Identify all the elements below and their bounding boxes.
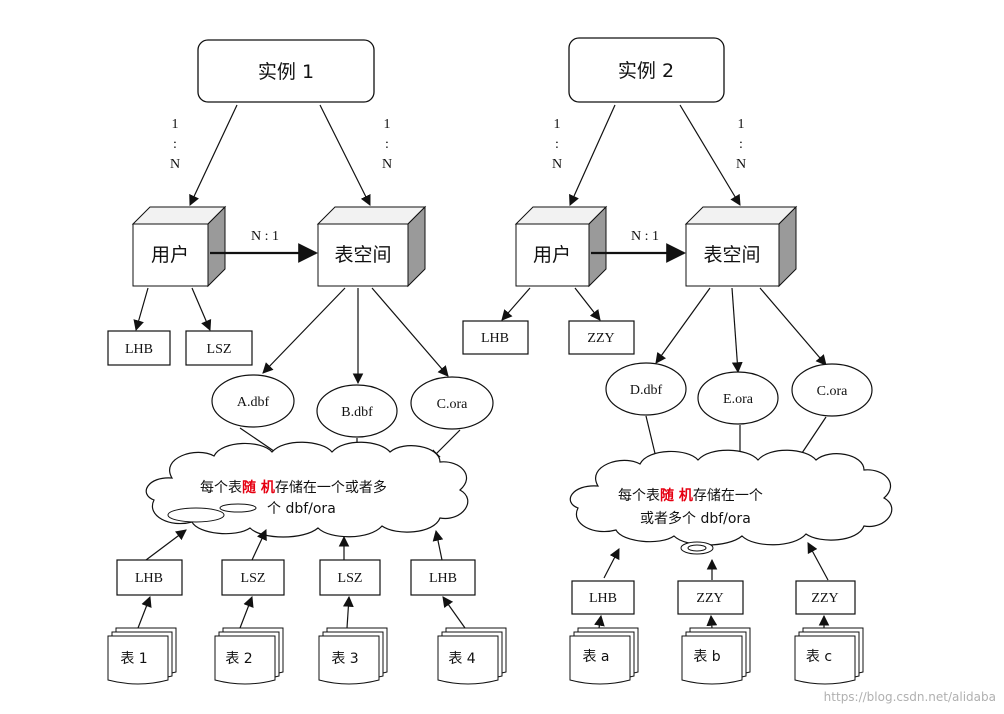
cardinality-one: 1 (172, 117, 179, 132)
table-document: 表 c (794, 627, 864, 685)
cardinality-one: 1 (554, 117, 561, 132)
cardinality-colon: : (385, 137, 389, 152)
user-name-box: LHB (107, 330, 171, 366)
cardinality-colon: : (555, 137, 559, 152)
table-document: 表 2 (214, 627, 284, 685)
datafile-ellipse: C.ora (410, 376, 494, 430)
datafile-ellipse: D.dbf (605, 362, 687, 416)
user-name-label: ZZY (587, 331, 614, 346)
table-label: 表 2 (225, 651, 252, 667)
user-cube: 用户 (131, 205, 227, 288)
left-diagram: 实例 1 1 : N 1 : N 用户 表空间 N : 1 (107, 39, 507, 685)
n-to-one-label: N : 1 (631, 229, 659, 244)
table-label: 表 c (806, 649, 832, 665)
instance-1-label: 实例 1 (258, 61, 314, 83)
owner-box: ZZY (795, 580, 856, 615)
owner-box: LSZ (221, 559, 285, 596)
user-cube: 用户 (514, 205, 608, 288)
watermark: https://blog.csdn.net/alidaba (824, 690, 996, 704)
table-document: 表 3 (318, 627, 388, 685)
owner-label: LHB (429, 571, 457, 586)
owner-label: LSZ (241, 571, 266, 586)
right-diagram: 实例 2 1 : N 1 : N 用户 表空间 N : 1 LHB (462, 37, 893, 685)
table-label: 表 1 (120, 651, 147, 667)
owner-label: LSZ (338, 571, 363, 586)
datafile-ellipse: A.dbf (211, 374, 295, 428)
instance-2-box: 实例 2 (568, 37, 725, 103)
owner-box: LHB (571, 580, 635, 615)
table-label: 表 b (693, 649, 720, 665)
storage-cloud: 每个表随 机存储在一个 或者多个 dbf/ora (569, 449, 893, 555)
user-name-label: LHB (125, 342, 153, 357)
table-document: 表 b (681, 627, 751, 685)
datafile-ellipse: C.ora (791, 363, 873, 417)
cardinality-n: N (382, 157, 392, 172)
owner-box: LHB (410, 559, 476, 596)
tablespace-label: 表空间 (703, 244, 760, 266)
user-name-label: LSZ (207, 342, 232, 357)
datafile-label: C.ora (437, 397, 469, 412)
user-name-box: LSZ (185, 330, 253, 366)
user-name-label: LHB (481, 331, 509, 346)
owner-label: LHB (135, 571, 163, 586)
owner-box: LHB (116, 559, 183, 596)
datafile-ellipse: E.ora (697, 371, 779, 425)
datafile-label: C.ora (817, 384, 849, 399)
table-document: 表 4 (437, 627, 507, 685)
table-label: 表 a (582, 649, 609, 665)
datafile-ellipse: B.dbf (316, 384, 398, 438)
table-document: 表 1 (107, 627, 177, 685)
user-label: 用户 (151, 244, 189, 266)
storage-note-line1: 每个表随 机存储在一个或者多 (200, 479, 387, 496)
n-to-one-label: N : 1 (251, 229, 279, 244)
tablespace-cube: 表空间 (316, 205, 427, 288)
owner-label: ZZY (696, 591, 723, 606)
cardinality-n: N (552, 157, 562, 172)
owner-box: LSZ (319, 559, 381, 596)
storage-note-line2: 个 dbf/ora (267, 501, 336, 517)
user-label: 用户 (533, 244, 571, 266)
table-document: 表 a (569, 627, 639, 685)
datafile-label: B.dbf (341, 405, 373, 420)
instance-2-label: 实例 2 (618, 60, 674, 82)
owner-label: LHB (589, 591, 617, 606)
datafile-label: E.ora (723, 392, 754, 407)
user-name-box: ZZY (568, 320, 635, 355)
owner-label: ZZY (811, 591, 838, 606)
cardinality-colon: : (173, 137, 177, 152)
datafile-label: D.dbf (630, 383, 663, 398)
cardinality-one: 1 (384, 117, 391, 132)
table-label: 表 3 (331, 651, 358, 667)
owner-box: ZZY (677, 580, 744, 615)
cardinality-n: N (170, 157, 180, 172)
tablespace-cube: 表空间 (684, 205, 798, 288)
cardinality-n: N (736, 157, 746, 172)
storage-note-line1: 每个表随 机存储在一个 (618, 487, 763, 504)
cardinality-colon: : (739, 137, 743, 152)
table-label: 表 4 (448, 651, 475, 667)
datafile-label: A.dbf (237, 395, 270, 410)
storage-note-line2: 或者多个 dbf/ora (640, 510, 751, 527)
cardinality-one: 1 (738, 117, 745, 132)
user-name-box: LHB (462, 320, 529, 355)
instance-1-box: 实例 1 (197, 39, 375, 103)
storage-cloud: 每个表随 机存储在一个或者多 个 dbf/ora (145, 441, 469, 538)
tablespace-label: 表空间 (334, 244, 391, 266)
